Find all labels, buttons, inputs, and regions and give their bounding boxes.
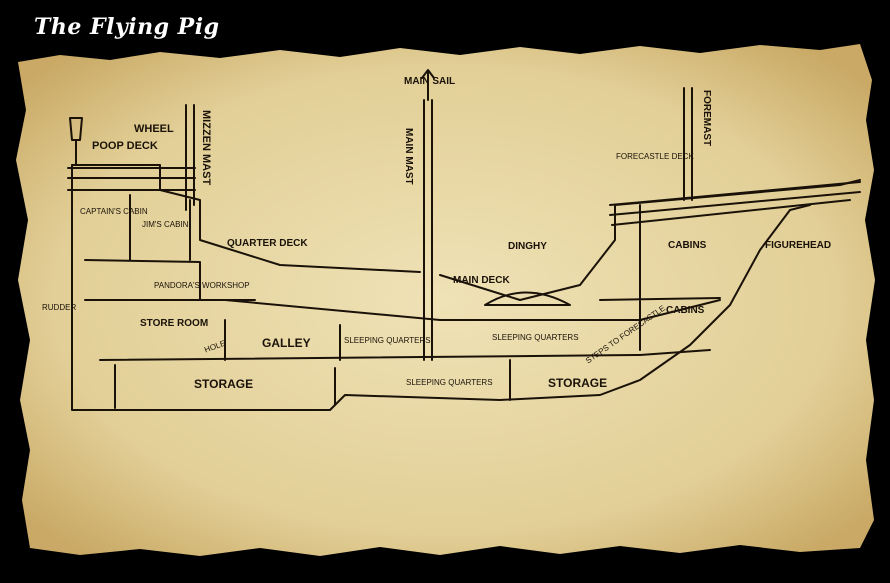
label-dinghy: DINGHY [508, 241, 547, 252]
label-store-room: STORE ROOM [140, 318, 209, 329]
label-sleeping-quarters-2: SLEEPING QUARTERS [492, 333, 579, 342]
label-jims-cabin: JIM'S CABIN [142, 220, 189, 229]
label-foremast: FOREMAST [701, 90, 712, 147]
label-main-mast: MAIN MAST [403, 128, 414, 185]
label-main-deck: MAIN DECK [453, 275, 510, 286]
label-sleeping-quarters-1: SLEEPING QUARTERS [344, 336, 431, 345]
map-title: The Flying Pig [34, 14, 220, 40]
label-mizzen-mast: MIZZEN MAST [200, 110, 212, 186]
label-cabins-upper: CABINS [668, 240, 707, 251]
label-wheel: WHEEL [134, 123, 174, 135]
parchment [16, 44, 875, 556]
label-galley: GALLEY [262, 336, 311, 350]
label-cabins-lower: CABINS [666, 305, 705, 316]
label-rudder: RUDDER [42, 303, 77, 312]
label-sleeping-quarters-3: SLEEPING QUARTERS [406, 378, 493, 387]
label-storage-2: STORAGE [548, 376, 608, 390]
label-poop-deck: POOP DECK [92, 140, 158, 152]
label-storage-1: STORAGE [194, 377, 254, 391]
label-captains-cabin: CAPTAIN'S CABIN [80, 207, 148, 216]
ship-outline [67, 69, 861, 411]
label-figurehead: FIGUREHEAD [765, 240, 832, 251]
label-quarter-deck: QUARTER DECK [227, 238, 308, 249]
label-main-sail: MAIN SAIL [404, 76, 456, 87]
label-forecastle-deck: FORECASTLE DECK [616, 152, 694, 161]
label-pandoras-workshop: PANDORA'S WORKSHOP [154, 281, 250, 290]
